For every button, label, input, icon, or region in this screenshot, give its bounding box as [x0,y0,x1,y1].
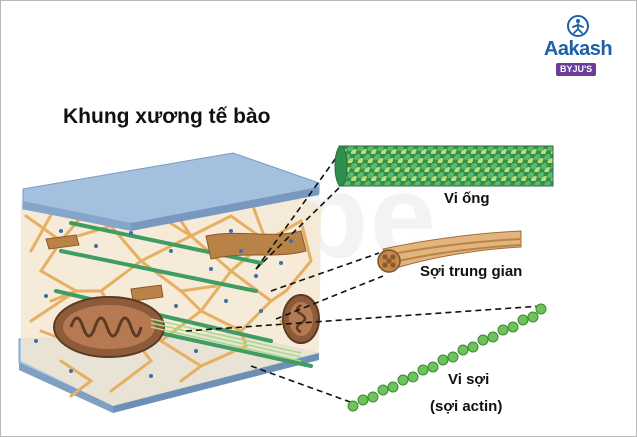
actin-filament-detail [348,304,546,411]
mitochondrion-small [283,295,319,343]
aakash-logo: Aakash BYJU'S [532,14,624,80]
runner-circle-icon [532,14,624,40]
label-microfilament-note: (sợi actin) [430,398,502,415]
mitochondrion-large [54,297,164,357]
logo-name: Aakash [532,38,624,61]
logo-sub: BYJU'S [556,63,596,76]
label-microtubule: Vi ống [444,190,490,207]
label-intermediate-filament: Sợi trung gian [420,263,522,280]
label-microfilament: Vi sợi [448,371,489,388]
microtubule-detail [335,146,553,186]
diagram-title: Khung xương tế bào [63,105,270,129]
